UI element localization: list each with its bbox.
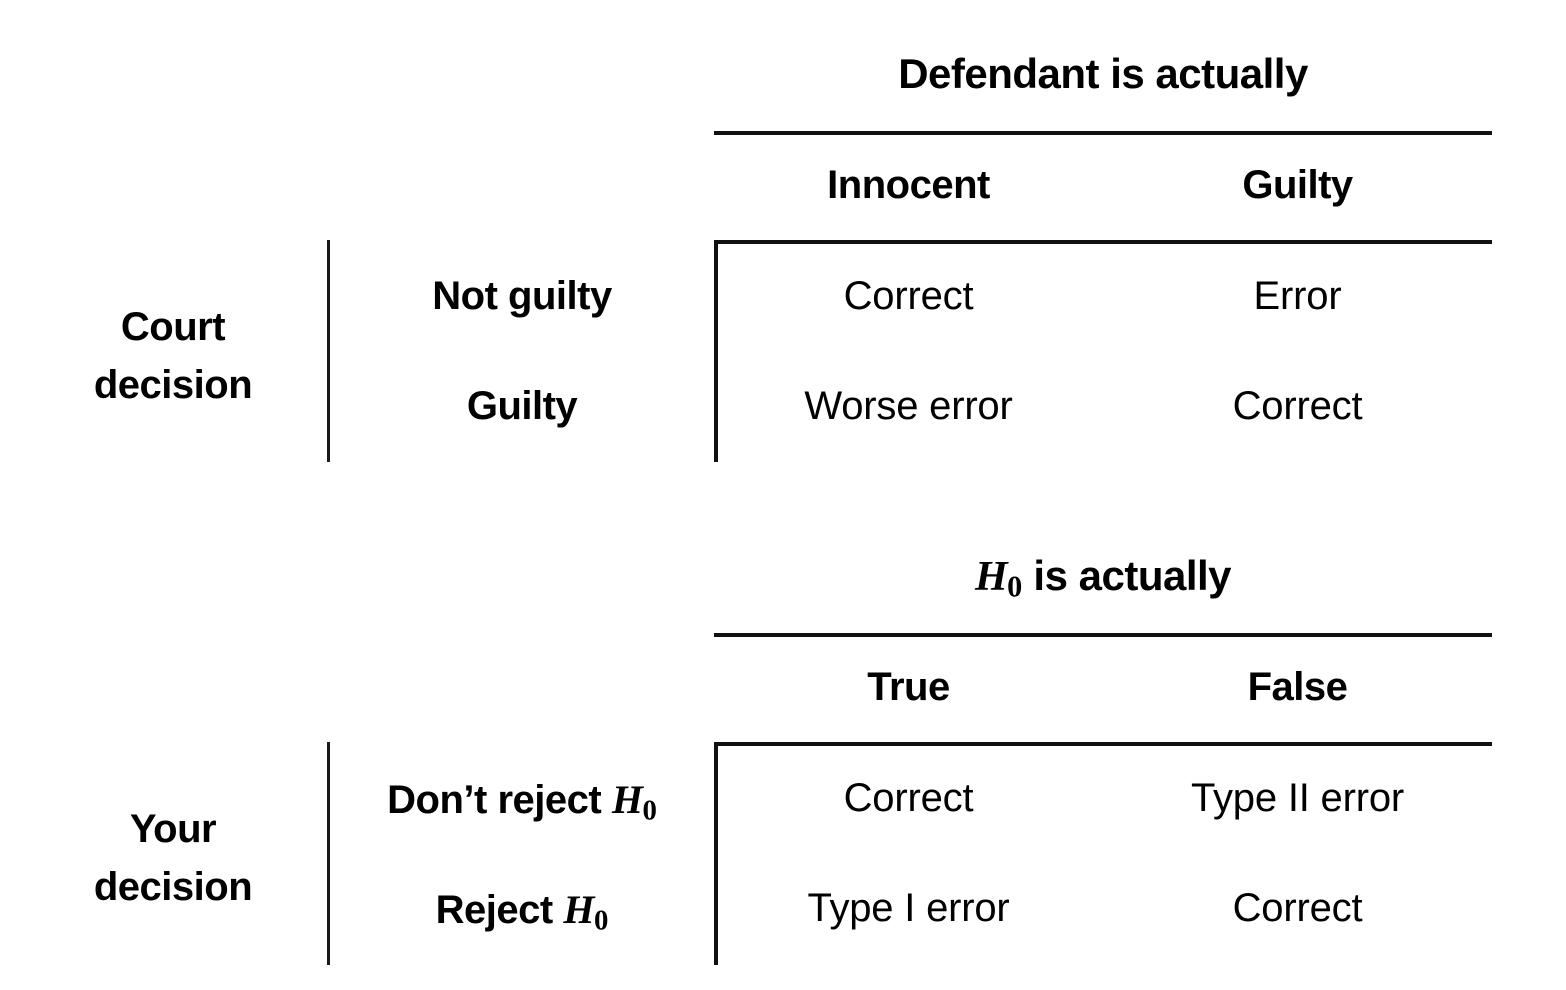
table-header-rule-court — [714, 240, 1492, 244]
cell-dontreject-true: Correct — [843, 776, 974, 820]
row-label-text: Don’t reject — [387, 778, 612, 822]
group-label-court-decision: Court decision — [40, 298, 306, 414]
group-label-line-2: decision — [93, 865, 253, 909]
cell-guilty-guilty: Correct — [1232, 384, 1363, 428]
row-label-text: Reject — [435, 888, 564, 932]
group-label-line-1: Your — [129, 807, 217, 851]
cell-reject-false: Correct — [1232, 886, 1363, 930]
column-header-guilty: Guilty — [1242, 163, 1353, 207]
cell-guilty-innocent: Worse error — [804, 384, 1013, 428]
row-label-reject-h0: Reject H0 — [340, 886, 704, 937]
cell-dontreject-false: Type II error — [1190, 776, 1405, 820]
decision-matrix-hypothesis: H0 is actually True False Your decision … — [0, 502, 1566, 990]
group-divider-hypothesis — [327, 742, 330, 965]
h-null-subscript: 0 — [642, 794, 657, 827]
h-null-symbol: H — [563, 887, 594, 932]
row-label-not-guilty: Not guilty — [432, 274, 612, 318]
table-title-hypothesis: H0 is actually — [714, 552, 1492, 605]
group-label-line-2: decision — [93, 363, 253, 407]
cell-reject-true: Type I error — [807, 886, 1010, 930]
table-top-rule-hypothesis — [714, 633, 1492, 637]
cell-notguilty-innocent: Correct — [843, 274, 974, 318]
h-null-symbol: H — [611, 777, 643, 822]
table-top-rule-court — [714, 131, 1492, 135]
decision-matrix-court: Defendant is actually Innocent Guilty Co… — [40, 50, 1492, 462]
table-left-border-court — [714, 240, 718, 462]
column-header-false: False — [1247, 665, 1348, 709]
group-label-line-1: Court — [120, 305, 226, 349]
group-divider-court — [327, 240, 330, 462]
table-header-rule-hypothesis — [714, 742, 1492, 746]
column-header-true: True — [867, 665, 950, 709]
h-null-subscript: 0 — [1007, 569, 1023, 604]
h-null-subscript: 0 — [593, 904, 609, 937]
h-null-symbol: H — [974, 554, 1008, 600]
row-label-dont-reject-h0: Don’t reject H0 — [340, 776, 704, 827]
table-title-suffix: is actually — [1022, 552, 1232, 599]
table-title-court: Defendant is actually — [898, 50, 1308, 97]
table-left-border-hypothesis — [714, 742, 718, 965]
column-header-innocent: Innocent — [827, 163, 990, 207]
cell-notguilty-guilty: Error — [1253, 274, 1342, 318]
row-label-guilty: Guilty — [466, 384, 578, 428]
group-label-your-decision: Your decision — [40, 800, 306, 916]
